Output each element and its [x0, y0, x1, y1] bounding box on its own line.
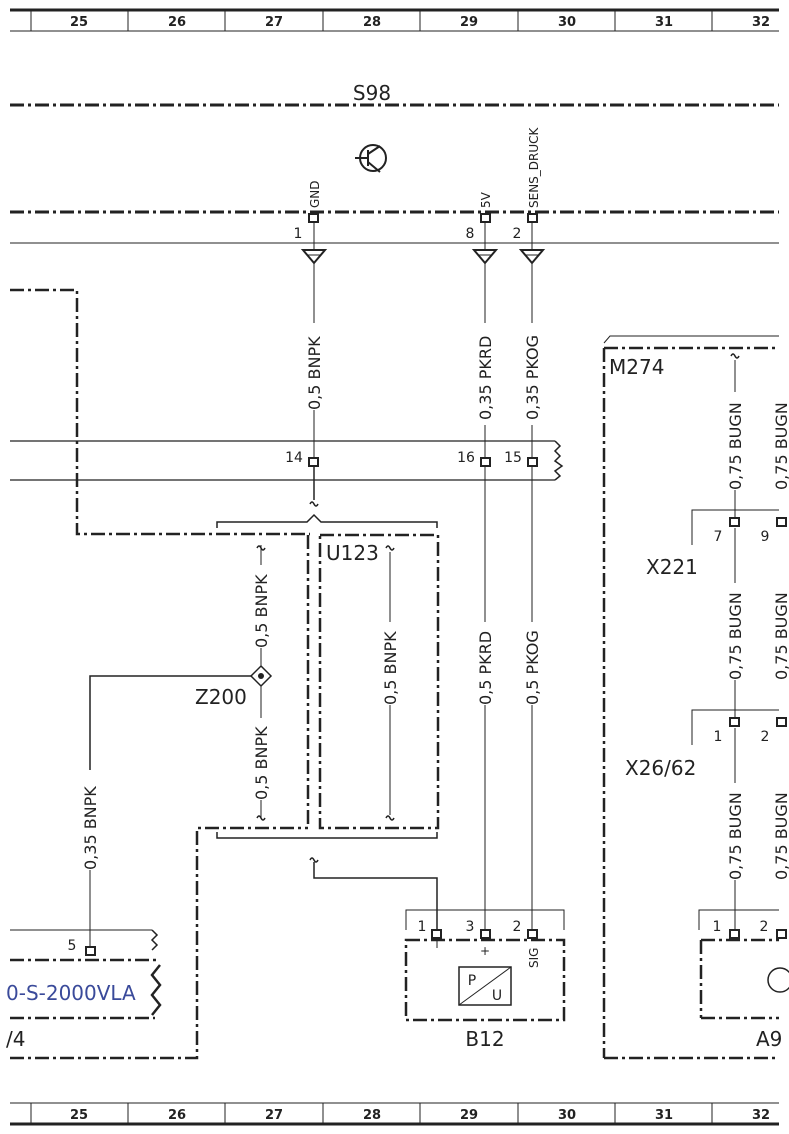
column-label: 32 [752, 15, 770, 30]
z200-label: Z200 [195, 685, 247, 709]
sensor-p: P [468, 973, 476, 989]
wire-label: 0,5 BNPK [305, 336, 324, 410]
column-label: 27 [265, 15, 283, 30]
bottom-ruler: 25 26 27 28 29 30 31 32 [10, 1102, 779, 1126]
s98-component: S98 GND 5V SENS_DRUCK [10, 81, 779, 214]
pressure-sensor-icon: P U [458, 966, 512, 1006]
pin-label: 2 [513, 919, 522, 935]
u123-component: U123 0,5 BNPK [306, 533, 440, 830]
b12-label: B12 [465, 1027, 504, 1051]
wire-label: 0,35 BNPK [81, 786, 100, 870]
column-label: 30 [558, 15, 576, 30]
column-label: 28 [363, 15, 381, 30]
wire-label: 0,75 BUGN [772, 792, 789, 880]
column-label: 26 [168, 1108, 186, 1123]
left-part-number: 0-S-2000VLA [6, 981, 136, 1005]
m274-label: M274 [609, 355, 664, 379]
pin-label: 2 [761, 729, 770, 745]
wires-top [313, 222, 533, 460]
signal-sens-druck: SENS_DRUCK [527, 126, 541, 208]
wire-label: 0,75 BUGN [726, 592, 745, 680]
pin-label: 7 [714, 529, 723, 545]
lower-bracket [216, 832, 438, 930]
pin-label: 16 [457, 450, 475, 466]
column-label: 31 [655, 1108, 673, 1123]
top-ruler: 25 26 27 28 29 30 31 32 [10, 8, 779, 32]
left-partial-component: 5 0-S-2000VLA /4 [6, 929, 162, 1051]
column-label: 30 [558, 1108, 576, 1123]
pin-label: 1 [418, 919, 427, 935]
pin-label: 9 [761, 529, 770, 545]
x2662-label: X26/62 [625, 756, 696, 780]
pin-label: 1 [294, 226, 303, 242]
column-label: 27 [265, 1108, 283, 1123]
pin-label: 1 [714, 729, 723, 745]
m274-component: M274 0,75 BUGN 0,75 BUGN 0,75 BUGN 0,75 … [602, 335, 789, 1060]
wire-continuation-marks [256, 353, 740, 821]
wire-label: 0,75 BUGN [726, 402, 745, 490]
pin-label: 2 [513, 226, 522, 242]
pin-label: 14 [285, 450, 303, 466]
transistor-icon [767, 967, 789, 993]
signal-gnd: GND [308, 180, 322, 208]
transistor-icon [355, 144, 387, 173]
u123-label: U123 [326, 541, 379, 565]
wire-label: 0,5 PKRD [476, 631, 495, 705]
middle-connector: 14 16 15 [10, 440, 564, 481]
wire-label: 0,5 BNPK [252, 574, 271, 648]
z200-splice: Z200 0,5 BNPK 0,5 BNPK 0,35 BNPK [81, 545, 273, 950]
x221-label: X221 [646, 555, 698, 579]
signal-5v: 5V [479, 191, 493, 208]
sensor-u: U [492, 988, 502, 1004]
pin-label: 1 [713, 919, 722, 935]
wires-bottom [484, 466, 533, 930]
pin-label: 8 [466, 226, 475, 242]
wire-label: 0,35 PKOG [523, 335, 542, 420]
column-label: 29 [460, 15, 478, 30]
x2662-connector: 1 2 X26/62 [625, 709, 787, 780]
wire-label: 0,75 BUGN [726, 792, 745, 880]
column-label: 25 [70, 15, 88, 30]
wire-label: 0,75 BUGN [772, 592, 789, 680]
column-label: 25 [70, 1108, 88, 1123]
wire-label: 0,5 BNPK [381, 631, 400, 705]
column-label: 28 [363, 1108, 381, 1123]
sig-label: SIG [527, 948, 541, 968]
b12-component: 1 3 2 + SIG P U B12 [404, 909, 566, 1051]
s98-label: S98 [353, 81, 391, 105]
connector-triangles [300, 249, 546, 265]
pin-label: 3 [466, 919, 475, 935]
upper-bracket [216, 466, 438, 528]
wire-label: 0,75 BUGN [772, 402, 789, 490]
column-label: 32 [752, 1108, 770, 1123]
x221-connector: 7 9 X221 [646, 509, 787, 579]
plus-sign: + [480, 944, 490, 958]
column-label: 31 [655, 15, 673, 30]
wire-label: 0,5 BNPK [252, 726, 271, 800]
s98-pins: 1 8 2 [294, 213, 538, 242]
pin-label: 5 [68, 938, 77, 954]
a9-label: A9 [756, 1027, 782, 1051]
wire-label: 0,35 PKRD [476, 336, 495, 420]
pin-label: 2 [760, 919, 769, 935]
a9-component: 1 2 A9 [698, 909, 789, 1051]
column-label: 29 [460, 1108, 478, 1123]
wire-label: 0,5 PKOG [523, 630, 542, 705]
pin-label: 15 [504, 450, 522, 466]
left-component-label: /4 [6, 1027, 25, 1051]
column-label: 26 [168, 15, 186, 30]
